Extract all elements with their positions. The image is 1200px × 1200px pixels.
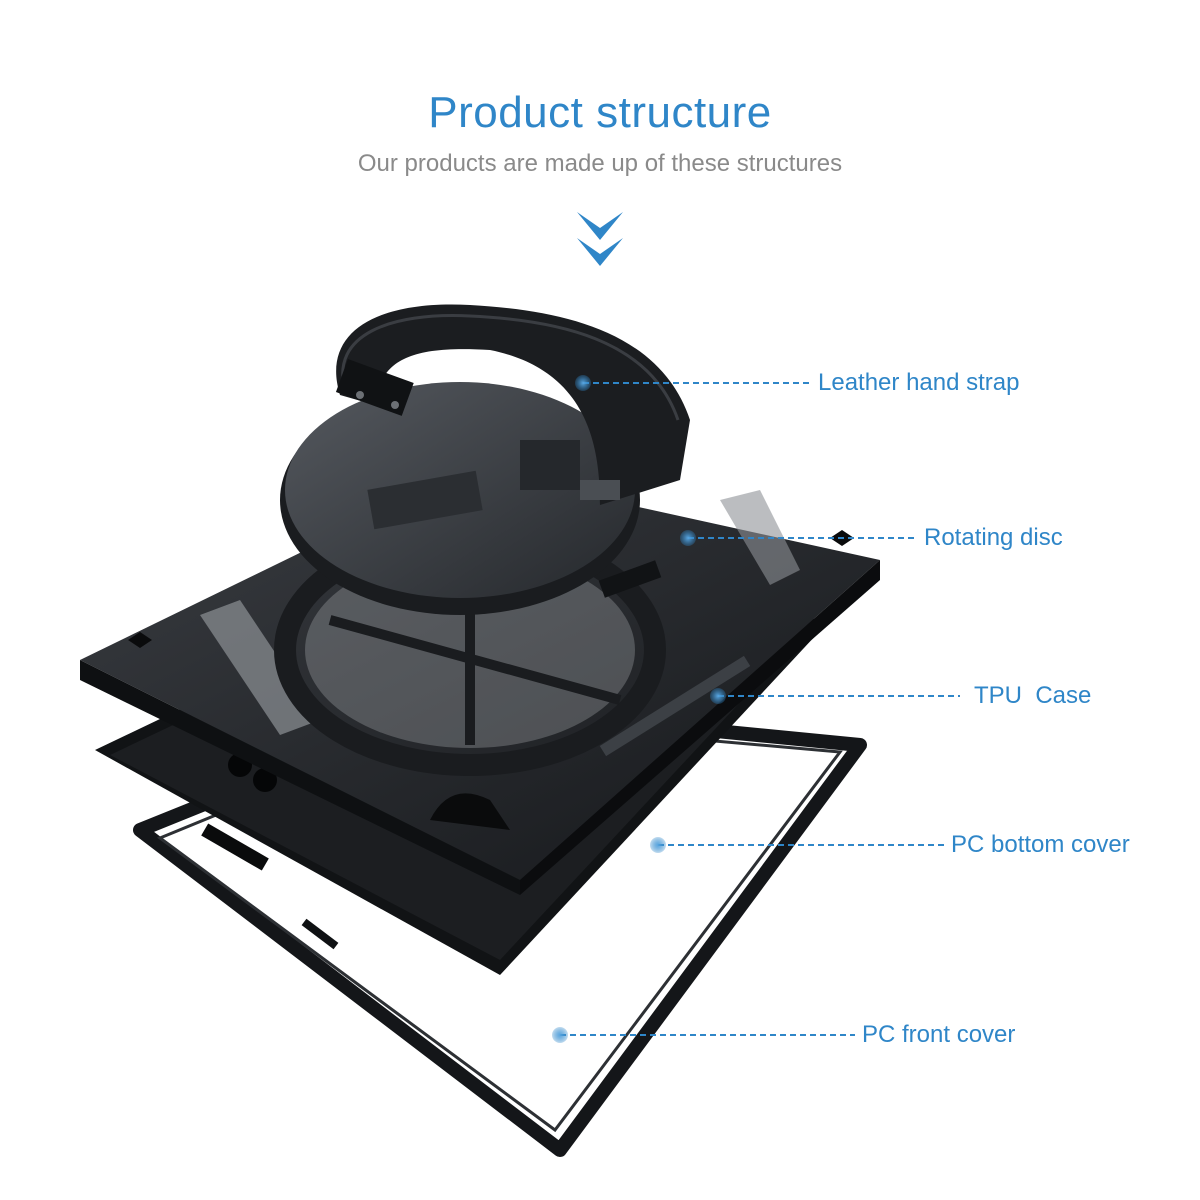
callout-pc-bottom-cover: PC bottom cover <box>951 831 1130 858</box>
callout-dots <box>552 375 726 1043</box>
page-subtitle: Our products are made up of these struct… <box>357 150 843 177</box>
callout-leather-hand-strap: Leather hand strap <box>818 369 1020 396</box>
double-chevron-down-icon <box>577 212 623 266</box>
leather-hand-strap-shape <box>335 304 690 505</box>
rotating-disc-shape <box>280 382 662 615</box>
callout-tpu-case: TPU Case <box>974 682 1092 709</box>
page-title: Product structure <box>428 88 772 137</box>
callout-rotating-disc: Rotating disc <box>924 524 1063 551</box>
tpu-case-shape <box>80 470 880 895</box>
callout-lines <box>560 382 960 1036</box>
callout-pc-front-cover: PC front cover <box>862 1021 1016 1048</box>
